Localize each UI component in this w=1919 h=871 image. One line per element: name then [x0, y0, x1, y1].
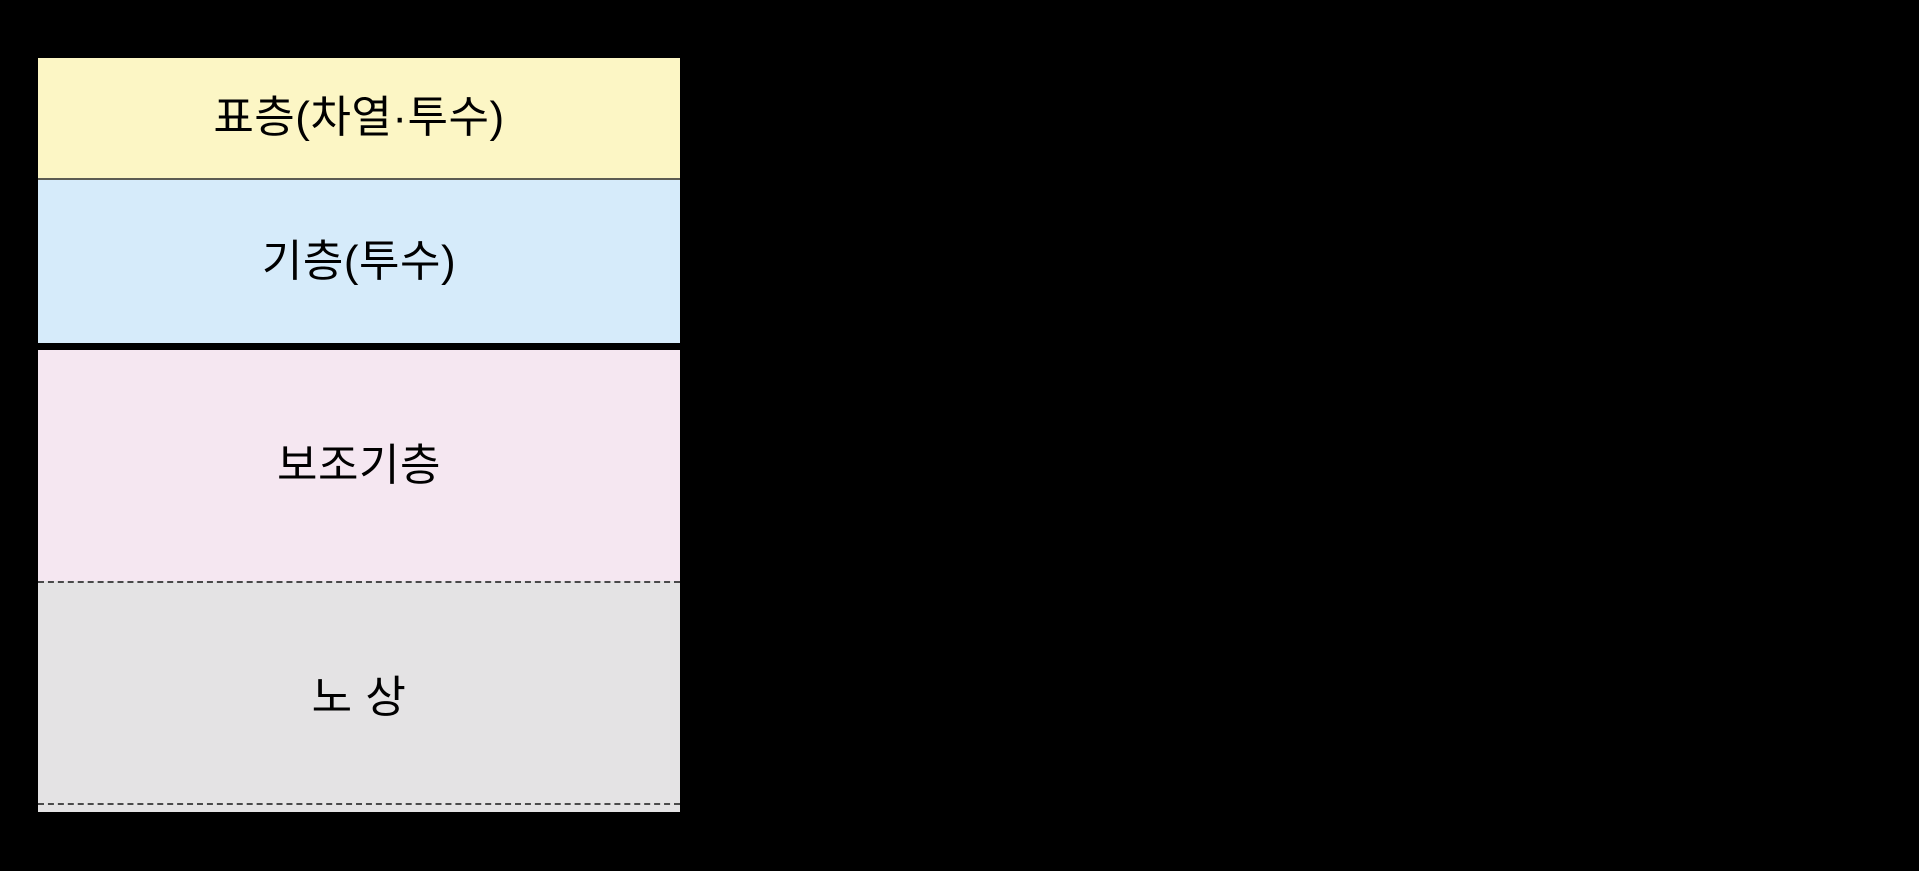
layer-subgrade-label: 노 상: [311, 672, 407, 722]
layer-surface-label: 표층(차열·투수): [213, 93, 505, 142]
layer-subbase-label: 보조기층: [277, 440, 441, 490]
divider-surface-base-line: [38, 178, 680, 180]
layer-surface: 표층(차열·투수): [38, 58, 680, 178]
divider-base-subbase-band: [38, 343, 680, 350]
layer-subbase: 보조기층: [38, 350, 680, 581]
layer-base: 기층(투수): [38, 180, 680, 343]
divider-subgrade-bottom-dashed: [38, 803, 680, 805]
layer-subgrade: 노 상: [38, 581, 680, 812]
layer-base-label: 기층(투수): [261, 236, 457, 286]
pavement-cross-section-diagram: 표층(차열·투수) 기층(투수) 보조기층 노 상: [36, 56, 682, 812]
